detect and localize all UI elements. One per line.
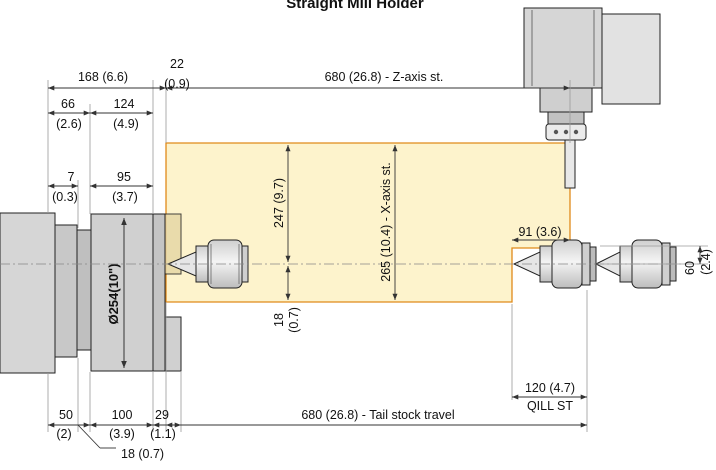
- dim-120: 120 (4.7): [525, 381, 575, 395]
- dim-95: 95: [117, 170, 131, 184]
- dim-265-x-axis: 265 (10.4) - X-axis st.: [379, 162, 393, 282]
- dim-qill-st: QILL ST: [527, 399, 573, 413]
- dim-7: 7: [68, 170, 75, 184]
- dim-91: 91 (3.6): [518, 225, 561, 239]
- dim-29-inch: (1.1): [150, 427, 176, 441]
- dim-18-bottom: 18 (0.7): [121, 447, 164, 461]
- dim-66-inch: (2.6): [56, 117, 82, 131]
- drawing-title: Straight Mill Holder: [286, 0, 424, 12]
- dim-22: 22: [170, 57, 184, 71]
- mill-holder: [523, 7, 661, 189]
- dim-100-inch: (3.9): [109, 427, 135, 441]
- dim-66: 66: [61, 97, 75, 111]
- dim-95-inch: (3.7): [112, 190, 138, 204]
- dim-chuck-diameter: Ø254(10"): [106, 263, 121, 324]
- dim-124: 124: [114, 97, 135, 111]
- dim-60: 60: [683, 261, 697, 275]
- dim-18-inch: (0.7): [287, 307, 301, 333]
- dim-247: 247 (9.7): [272, 178, 286, 228]
- dim-168: 168 (6.6): [78, 70, 128, 84]
- dim-18: 18: [272, 313, 286, 327]
- dim-7-inch: (0.3): [52, 190, 78, 204]
- dim-50: 50: [59, 408, 73, 422]
- dim-22-inch: (0.9): [164, 77, 190, 91]
- dim-124-inch: (4.9): [113, 117, 139, 131]
- dim-50-inch: (2): [56, 427, 71, 441]
- dim-29: 29: [155, 408, 169, 422]
- dim-100: 100: [112, 408, 133, 422]
- dim-680-tailstock: 680 (26.8) - Tail stock travel: [301, 408, 454, 422]
- dimension-lines: [48, 85, 703, 449]
- dim-680-z-axis: 680 (26.8) - Z-axis st.: [325, 70, 444, 84]
- headstock: [0, 212, 182, 374]
- extension-lines: [47, 80, 708, 432]
- dim-60-inch: (2.4): [699, 249, 713, 275]
